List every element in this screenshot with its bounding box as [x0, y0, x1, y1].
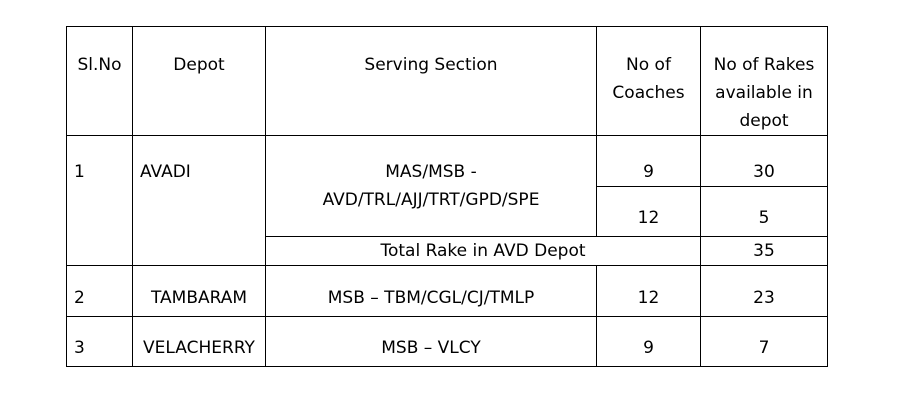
cell-section-tambaram: MSB – TBM/CGL/CJ/TMLP: [265, 265, 597, 317]
cell-rakes-velacherry: 7: [700, 316, 828, 367]
cell-depot-velacherry: VELACHERRY: [132, 316, 266, 367]
table-row-avadi-a: 1 AVADI MAS/MSB - AVD/TRL/AJJ/TRT/GPD/SP…: [66, 135, 828, 266]
header-serving-section: Serving Section: [265, 26, 597, 136]
cell-coaches-avadi-a: 9: [596, 135, 701, 187]
table-row-tambaram: 2 TAMBARAM MSB – TBM/CGL/CJ/TMLP 12 23: [66, 265, 828, 317]
cell-coaches-avadi-b: 12: [596, 186, 701, 237]
header-slno: Sl.No: [66, 26, 133, 136]
rake-availability-table: Sl.No Depot Serving Section No of Coache…: [66, 26, 828, 367]
cell-rakes-avadi-a: 30: [700, 135, 828, 187]
cell-total-value: 35: [700, 236, 828, 266]
header-coaches-line-1: No of: [626, 55, 671, 75]
header-rakes-line-1: No of Rakes: [713, 55, 815, 75]
header-depot: Depot: [132, 26, 266, 136]
cell-coaches-tambaram: 12: [596, 265, 701, 317]
cell-coaches-velacherry: 9: [596, 316, 701, 367]
cell-slno-3: 3: [66, 316, 133, 367]
section-avadi-line-2: AVD/TRL/AJJ/TRT/GPD/SPE: [322, 190, 540, 210]
header-rakes-line-2: available in: [715, 83, 813, 103]
cell-total-label: Total Rake in AVD Depot: [265, 236, 701, 266]
table-row-velacherry: 3 VELACHERRY MSB – VLCY 9 7: [66, 316, 828, 367]
header-row: Sl.No Depot Serving Section No of Coache…: [66, 26, 828, 136]
cell-section-avadi: MAS/MSB - AVD/TRL/AJJ/TRT/GPD/SPE: [265, 135, 597, 237]
cell-depot-avadi: AVADI: [132, 135, 266, 266]
cell-rakes-avadi-b: 5: [700, 186, 828, 237]
cell-slno-2: 2: [66, 265, 133, 317]
cell-rakes-tambaram: 23: [700, 265, 828, 317]
cell-slno-1: 1: [66, 135, 133, 266]
header-no-of-rakes: No of Rakes available in depot: [700, 26, 828, 136]
header-no-of-coaches: No of Coaches: [596, 26, 701, 136]
cell-depot-tambaram: TAMBARAM: [132, 265, 266, 317]
header-rakes-line-3: depot: [739, 111, 789, 131]
cell-section-velacherry: MSB – VLCY: [265, 316, 597, 367]
table-row-avadi-b: 12 5: [67, 186, 828, 237]
section-avadi-line-1: MAS/MSB -: [385, 162, 477, 182]
header-coaches-line-2: Coaches: [612, 83, 685, 103]
